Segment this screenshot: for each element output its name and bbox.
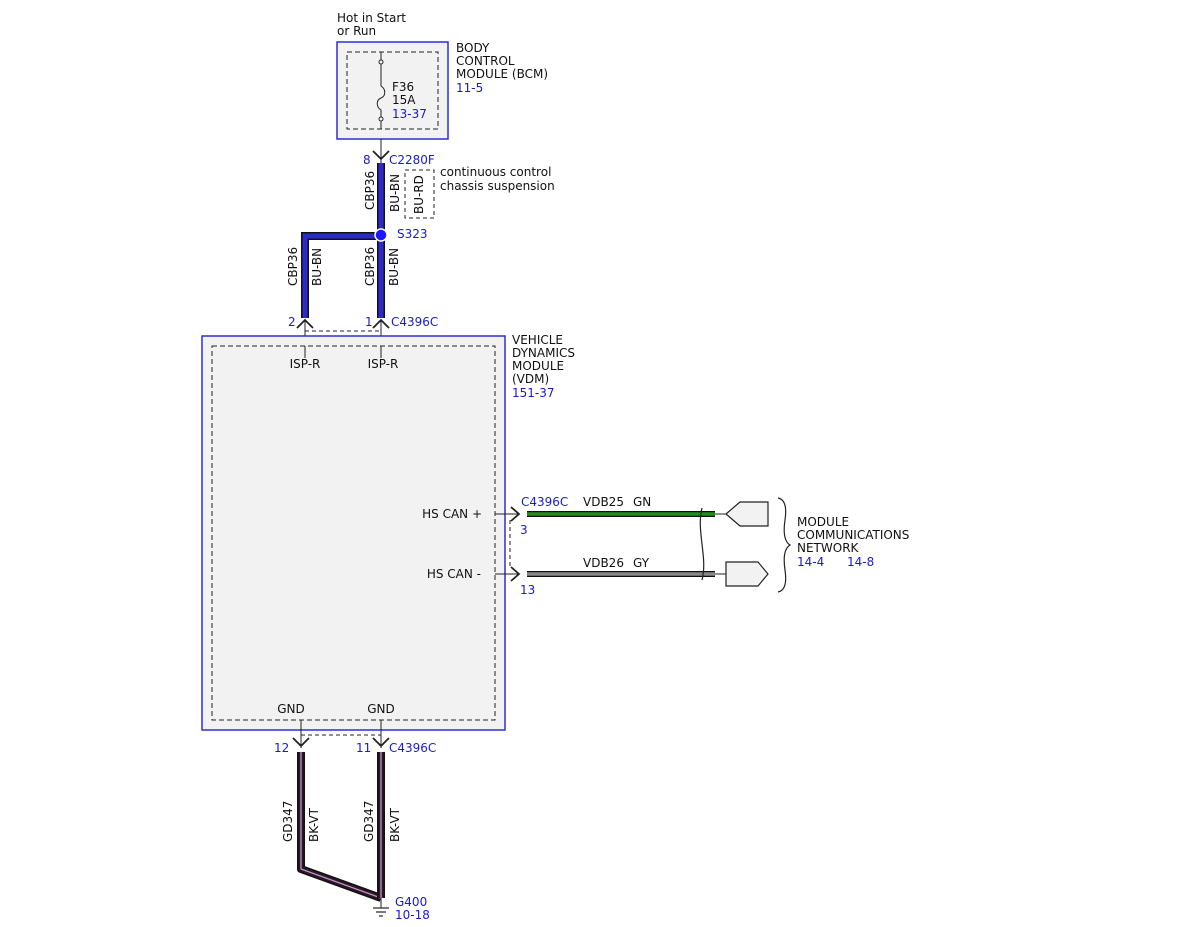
twisted-pair-symbol (699, 507, 705, 581)
vdm-name-line4: (VDM) (512, 372, 549, 386)
fuse-ref[interactable]: 13-37 (392, 107, 427, 121)
connector-top-name[interactable]: C4396C (391, 315, 438, 329)
wire-gnd-right-color: BK-VT (388, 807, 402, 842)
vdm-page-ref[interactable]: 151-37 (512, 386, 555, 400)
vdm-pin-can-high: HS CAN + (422, 507, 482, 521)
wire-left-circuit: CBP36 (286, 247, 300, 286)
ground-ref[interactable]: 10-18 (395, 908, 430, 922)
vdm-pin-can-low: HS CAN - (427, 567, 481, 581)
bcm-page-ref[interactable]: 11-5 (456, 81, 483, 95)
network-ref-1[interactable]: 14-4 (797, 555, 824, 569)
wire-option-box (404, 169, 435, 219)
vdm-name-line1: VEHICLE (512, 333, 563, 347)
vdm-pin-gnd-right: GND (367, 702, 395, 716)
network-name-line2: COMMUNICATIONS (797, 528, 909, 542)
wire-right-circuit: CBP36 (363, 247, 377, 286)
network-brace (777, 497, 792, 593)
fuse-terminal-bottom (378, 116, 384, 122)
connector-c2280f-name[interactable]: C2280F (389, 153, 435, 167)
wire-bcm-option-color: BU-RD (412, 175, 426, 214)
wire-gnd-left-color: BK-VT (307, 807, 321, 842)
wire-gnd-left-stripe (300, 752, 382, 899)
connector-bottom-pin-left: 12 (274, 741, 289, 755)
bcm-name-line1: BODY (456, 41, 490, 55)
wire-bcm-color: BU-BN (388, 174, 402, 212)
connector-c2280f-symbol (372, 150, 390, 161)
bcm-module-box[interactable] (336, 41, 449, 140)
connector-can-low-symbol (510, 566, 521, 582)
vdm-name-line2: DYNAMICS (512, 346, 575, 360)
wire-can-high-circuit: VDB25 (583, 495, 624, 509)
wire-gnd-right-circuit: GD347 (362, 801, 376, 842)
connector-top-pin-right: 1 (365, 315, 373, 329)
network-terminal-can-high[interactable] (725, 501, 769, 527)
network-terminal-can-low[interactable] (725, 561, 769, 587)
wire-can-high-color: GN (633, 495, 651, 509)
connector-can-name[interactable]: C4396C (521, 495, 568, 509)
connector-bottom-name[interactable]: C4396C (389, 741, 436, 755)
wire-gnd-left-circuit: GD347 (281, 801, 295, 842)
bcm-internal-boundary (346, 51, 439, 130)
fuse-symbol (376, 64, 386, 117)
network-name-line3: NETWORK (797, 541, 860, 555)
vdm-pin-isp-right: ISP-R (368, 357, 399, 371)
network-name-line1: MODULE (797, 515, 849, 529)
wire-bcm-circuit: CBP36 (363, 171, 377, 210)
fuse-terminal-top (378, 59, 384, 65)
fuse-rating: 15A (392, 93, 416, 107)
connector-c2280f-pin: 8 (363, 153, 371, 167)
splice-name: S323 (397, 227, 428, 241)
vdm-pin-isp-left: ISP-R (290, 357, 321, 371)
wire-can-low-circuit: VDB26 (583, 556, 624, 570)
connector-can-pin-low: 13 (520, 583, 535, 597)
connector-c4396c-pin12-symbol (292, 737, 310, 748)
ground-icon (373, 898, 389, 917)
fuse-id: F36 (392, 80, 414, 94)
vdm-module-box[interactable] (201, 335, 506, 731)
network-ref-2[interactable]: 14-8 (847, 555, 874, 569)
wire-option-note-line1: continuous control (440, 165, 551, 179)
connector-can-pin-high: 3 (520, 523, 528, 537)
wire-option-note-line2: chassis suspension (440, 179, 555, 193)
splice-s323[interactable] (374, 228, 388, 242)
wire-right-color: BU-BN (387, 248, 401, 286)
bcm-name-line2: CONTROL (456, 54, 515, 68)
power-label-line1: Hot in Start (337, 11, 406, 25)
connector-top-pin-left: 2 (288, 315, 296, 329)
power-label-line2: or Run (337, 24, 376, 38)
connector-bottom-pin-right: 11 (356, 741, 371, 755)
wire-can-low-color: GY (633, 556, 650, 570)
vdm-pin-gnd-left: GND (277, 702, 305, 716)
connector-c4396c-pin11-symbol (372, 737, 390, 748)
vdm-name-line3: MODULE (512, 359, 564, 373)
ground-name[interactable]: G400 (395, 895, 427, 909)
bcm-name-line3: MODULE (BCM) (456, 67, 548, 81)
wire-left-cbp36[interactable] (302, 233, 381, 318)
wire-left-color: BU-BN (310, 248, 324, 286)
connector-can-high-symbol (510, 506, 521, 522)
